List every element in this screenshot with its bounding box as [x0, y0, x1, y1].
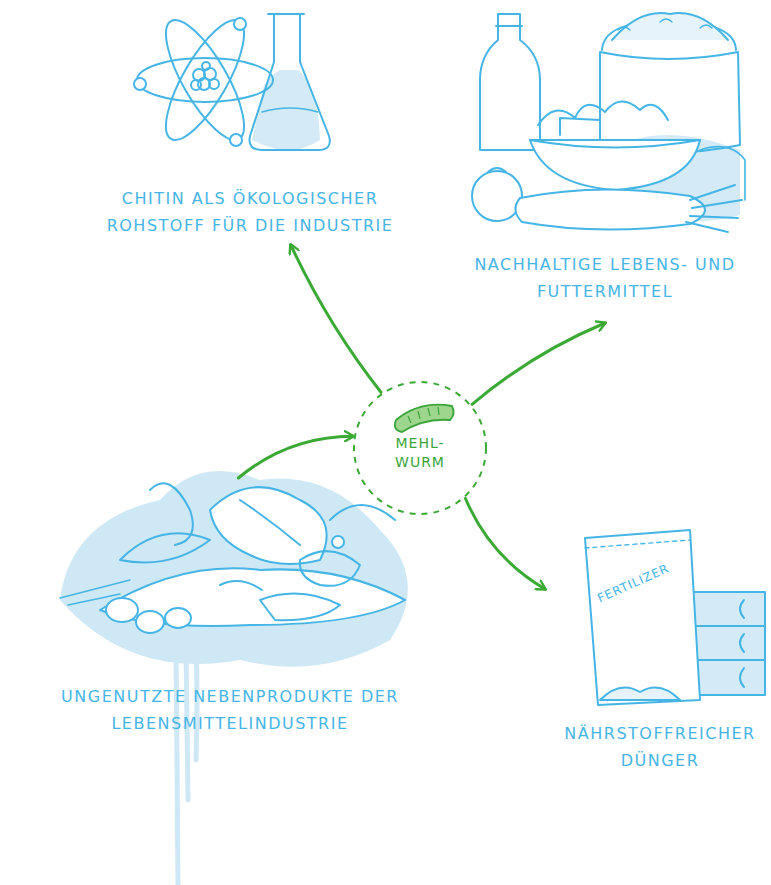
circle-label: MEHL- WURM	[385, 434, 455, 472]
node-caption: NACHHALTIGE LEBENS- UND FUTTERMITTEL	[470, 251, 740, 305]
center-circle: MEHL- WURM	[352, 380, 488, 516]
flow-arrow	[238, 436, 353, 478]
dashed-circle-outline	[354, 382, 486, 514]
byproduct-pile-illustration	[60, 471, 408, 885]
fertilizer-bag-illustration	[585, 530, 765, 705]
output-group: NACHHALTIGE LEBENS- UND FUTTERMITTEL	[455, 5, 755, 323]
node-caption: UNGENUTZTE NEBENPRODUKTE DER LEBENSMITTE…	[60, 683, 400, 737]
flow-arrow	[466, 499, 546, 590]
mealworm-illustration	[395, 405, 454, 432]
node-caption: NÄHRSTOFFREICHER DÜNGER	[545, 720, 771, 774]
source-group: UNGENUTZTE NEBENPRODUKTE DER LEBENSMITTE…	[20, 478, 440, 740]
food-illustration	[472, 13, 745, 232]
flow-arrow	[472, 323, 605, 404]
output-group: CHITIN ALS ÖKOLOGISCHER ROHSTOFF FÜR DIE…	[80, 5, 420, 245]
node-caption: CHITIN ALS ÖKOLOGISCHER ROHSTOFF FÜR DIE…	[80, 185, 420, 239]
flow-arrow	[291, 245, 381, 392]
output-group: NÄHRSTOFFREICHER DÜNGER	[545, 505, 771, 785]
atom-flask-illustration	[134, 10, 330, 150]
